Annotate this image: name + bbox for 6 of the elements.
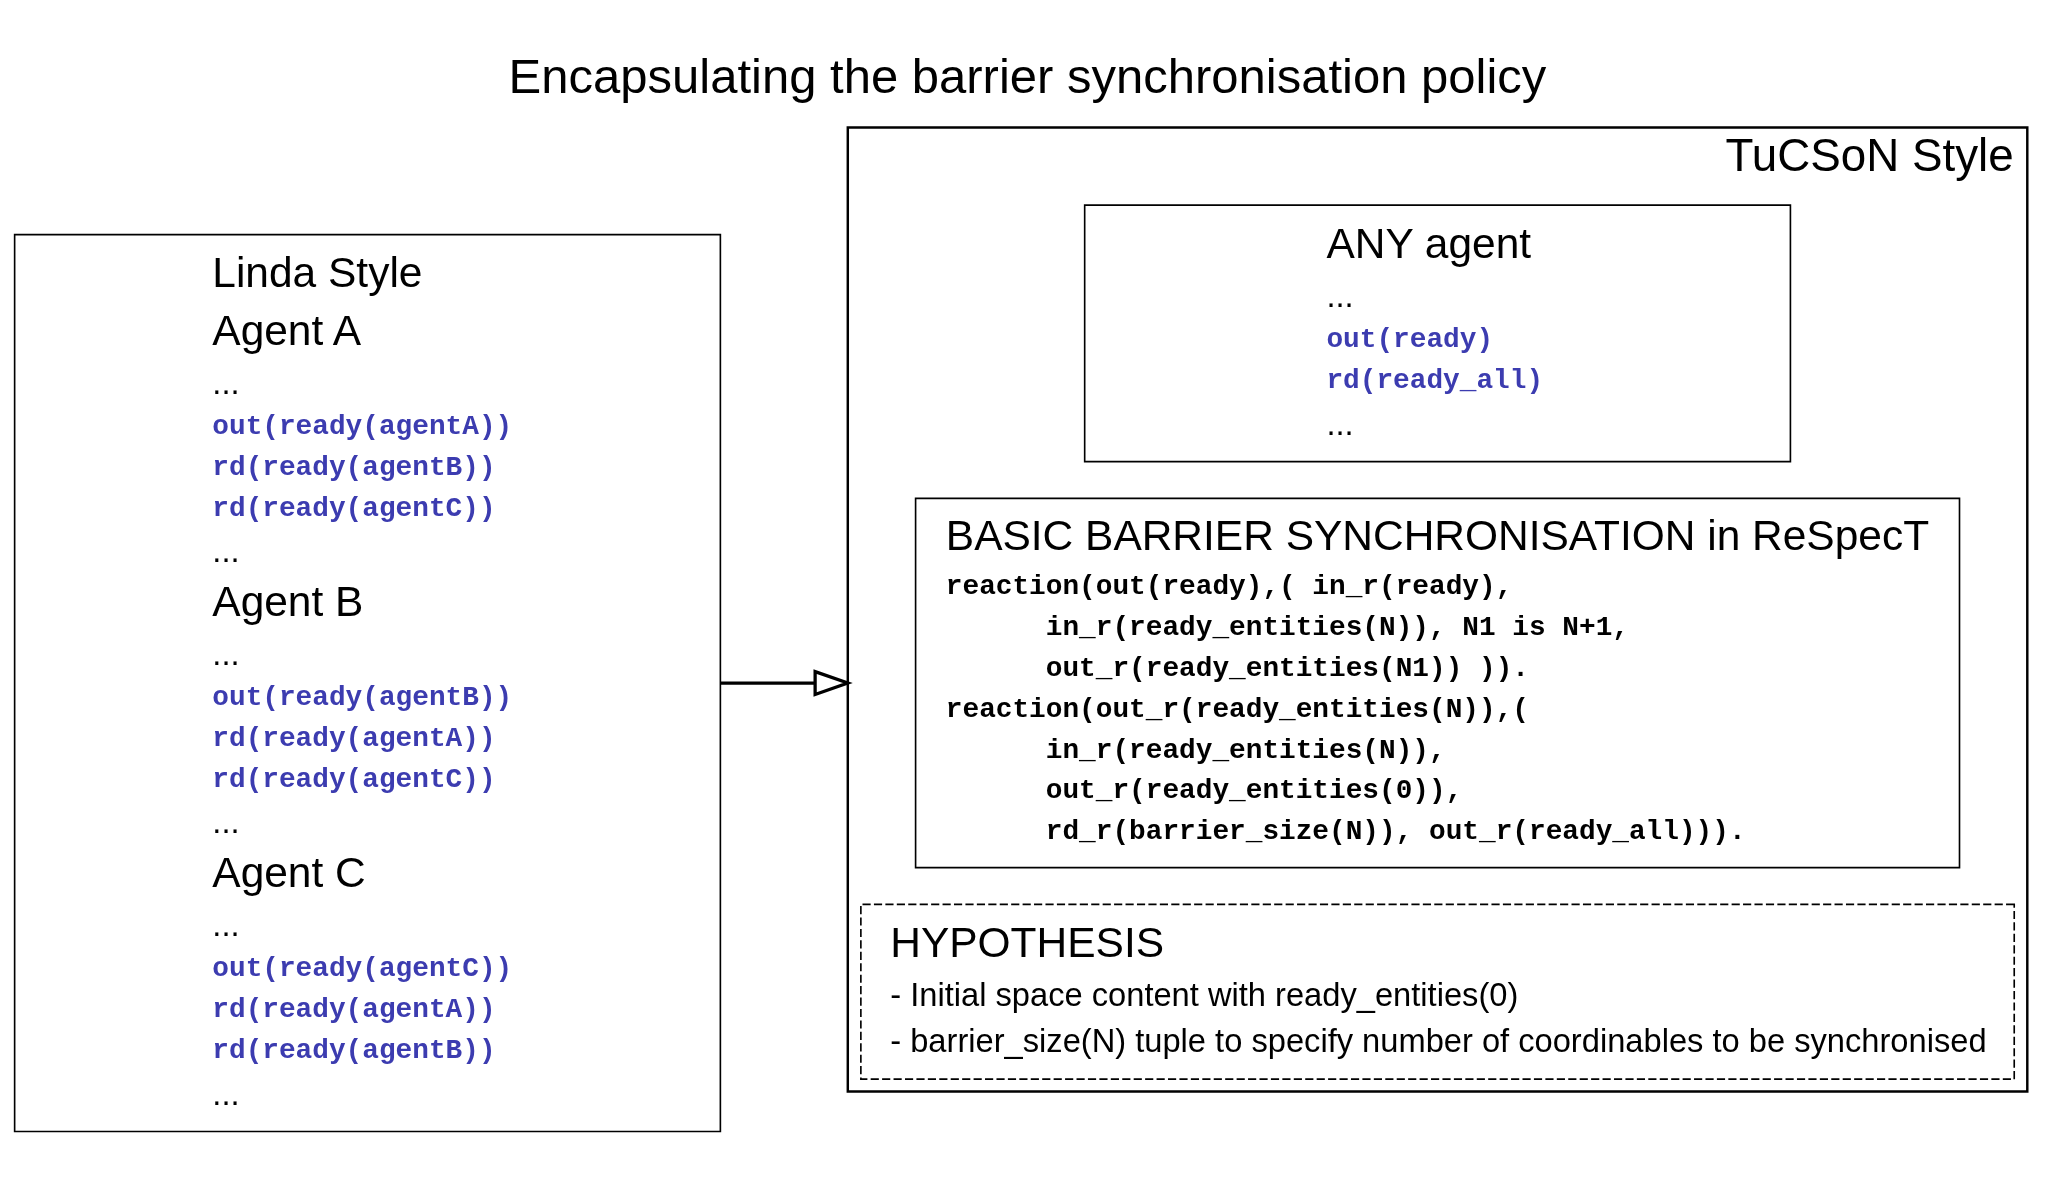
diagram-title: Encapsulating the barrier synchronisation policy: [508, 48, 1547, 103]
node-box: Linda Style Agent A ... out(ready(agentA)) rd(ready(agentB)) rd(ready(agentC)) ... Agent B ... out(ready(agentB)) rd(ready(agentA)) rd(ready(agentC)) ... Agent C ... out(ready(agentC)) rd(ready(agentA)) rd(ready(agentB)) ...: [13, 233, 722, 1132]
node-box: BASIC BARRIER SYNCHRONISATION in ReSpecT reaction(out(ready),( in_r(ready), in_r(ready_entities(N)), N1 is N+1, out_r(ready_entities(N1)) )). reaction(out_r(ready_entities(N)),( in_r(ready_entities(N)), out_r(ready_entities(0)), rd_r(barrier_size(N)), out_r(ready_all))).: [914, 497, 1961, 868]
node-box: ANY agent ... out(ready) rd(ready_all) ...: [1083, 203, 1792, 462]
node-box: HYPOTHESIS - Initial space content with ready_entities(0) - barrier_size(N) tuple to specify number of coordinables to be synchronised: [860, 903, 2016, 1080]
arrow: [720, 668, 853, 697]
